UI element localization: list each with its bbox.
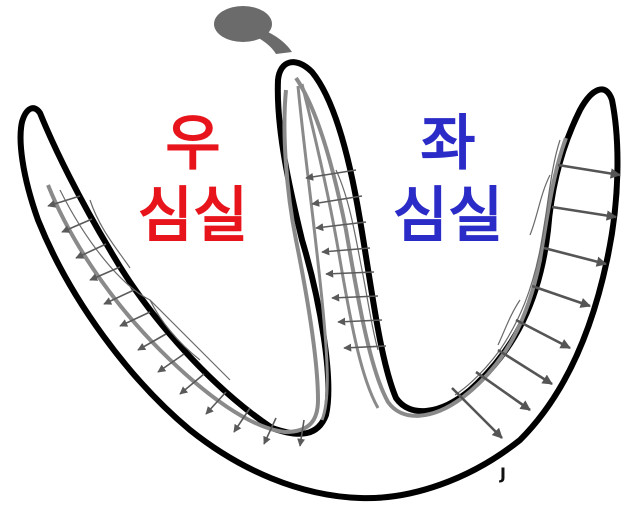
left-ventricle-label-line2: 심실 — [378, 180, 518, 252]
left-ventricle-label-line1: 좌 — [378, 108, 518, 180]
right-ventricle-label: 우 심실 — [128, 108, 258, 252]
signature-mark: J — [500, 464, 506, 483]
left-ventricle-label: 좌 심실 — [378, 108, 518, 252]
aorta-blob — [214, 6, 292, 54]
right-ventricle-label-line1: 우 — [128, 108, 258, 180]
right-ventricle-label-line2: 심실 — [128, 180, 258, 252]
